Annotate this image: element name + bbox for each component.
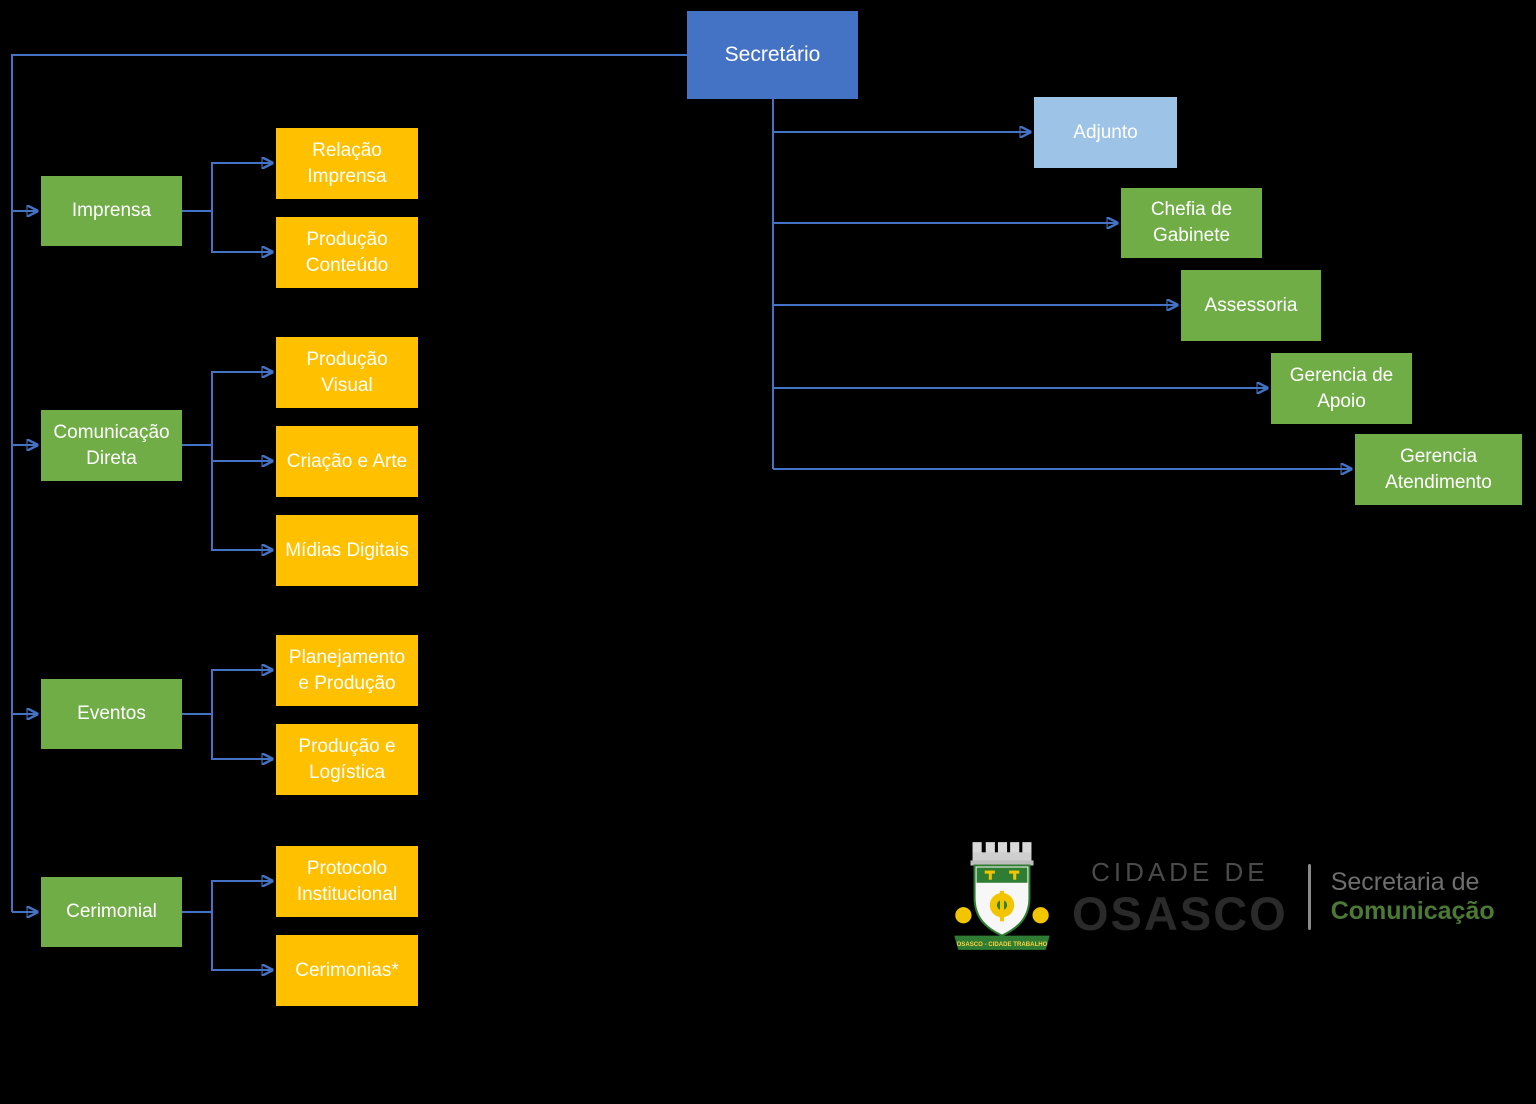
connector-imprensa-relacao (182, 163, 271, 212)
crest-crown (970, 842, 1034, 866)
node-imprensa: Imprensa (41, 176, 182, 246)
connector-cerimonial-cerimonias (182, 911, 271, 970)
logo-secretaria-de: Secretaria de (1330, 868, 1480, 897)
node-secretario: Secretário (687, 11, 858, 99)
node-criacao-e-arte: Criação e Arte (276, 426, 418, 497)
connector-eventos-planejamento (182, 670, 271, 715)
node-producao-conteudo: Produção Conteúdo (276, 217, 418, 288)
node-producao-e-logistica: Produção e Logística (276, 724, 418, 795)
connector-comunicacao-midias (182, 444, 271, 550)
crest-ribbon (954, 935, 1050, 950)
node-protocolo-institucional: Protocolo Institucional (276, 846, 418, 917)
connector-comunicacao-visual (182, 372, 271, 446)
node-gerencia-atendimento: Gerencia Atendimento (1355, 434, 1522, 505)
connector-imprensa-conteudo (182, 210, 271, 252)
crest-chief (976, 867, 1028, 883)
logo-wordmark: CIDADE DE OSASCO (1072, 857, 1288, 937)
node-gerencia-de-apoio: Gerencia de Apoio (1271, 353, 1412, 424)
node-comunicacao-direta: Comunicação Direta (41, 410, 182, 481)
node-cerimonial: Cerimonial (41, 877, 182, 947)
node-midias-digitais: Mídias Digitais (276, 515, 418, 586)
connector-eventos-logistica (182, 713, 271, 759)
node-cerimonias: Cerimonias* (276, 935, 418, 1006)
node-producao-visual: Produção Visual (276, 337, 418, 408)
node-adjunto: Adjunto (1034, 97, 1177, 168)
connector-comunicacao-criacao (182, 444, 271, 461)
logo-divider (1307, 864, 1311, 930)
connector-cerimonial-protocolo (182, 881, 271, 913)
crest-motto: OSASCO - CIDADE TRABALHO (957, 941, 1048, 948)
logo-comunicacao: Comunicação (1330, 897, 1495, 925)
osasco-coat-of-arms-icon: OSASCO - CIDADE TRABALHO (954, 842, 1050, 950)
node-planejamento-e-producao: Planejamento e Produção (276, 635, 418, 706)
node-assessoria: Assessoria (1181, 270, 1321, 341)
logo-cidade-de: CIDADE DE (1091, 857, 1269, 887)
logo-osasco: OSASCO (1072, 887, 1288, 940)
crest-side-gear-left (955, 907, 972, 924)
crest-t-squares (984, 870, 1020, 880)
osasco-logo: OSASCO - CIDADE TRABALHO CIDADE DE OSASC… (946, 834, 1495, 960)
node-relacao-imprensa: Relação Imprensa (276, 128, 418, 199)
node-eventos: Eventos (41, 679, 182, 749)
crest-gear (989, 890, 1015, 922)
logo-department: Secretaria de Comunicação (1331, 868, 1495, 926)
crest-side-gear-right (1032, 907, 1049, 924)
node-chefia-de-gabinete: Chefia de Gabinete (1121, 188, 1262, 258)
